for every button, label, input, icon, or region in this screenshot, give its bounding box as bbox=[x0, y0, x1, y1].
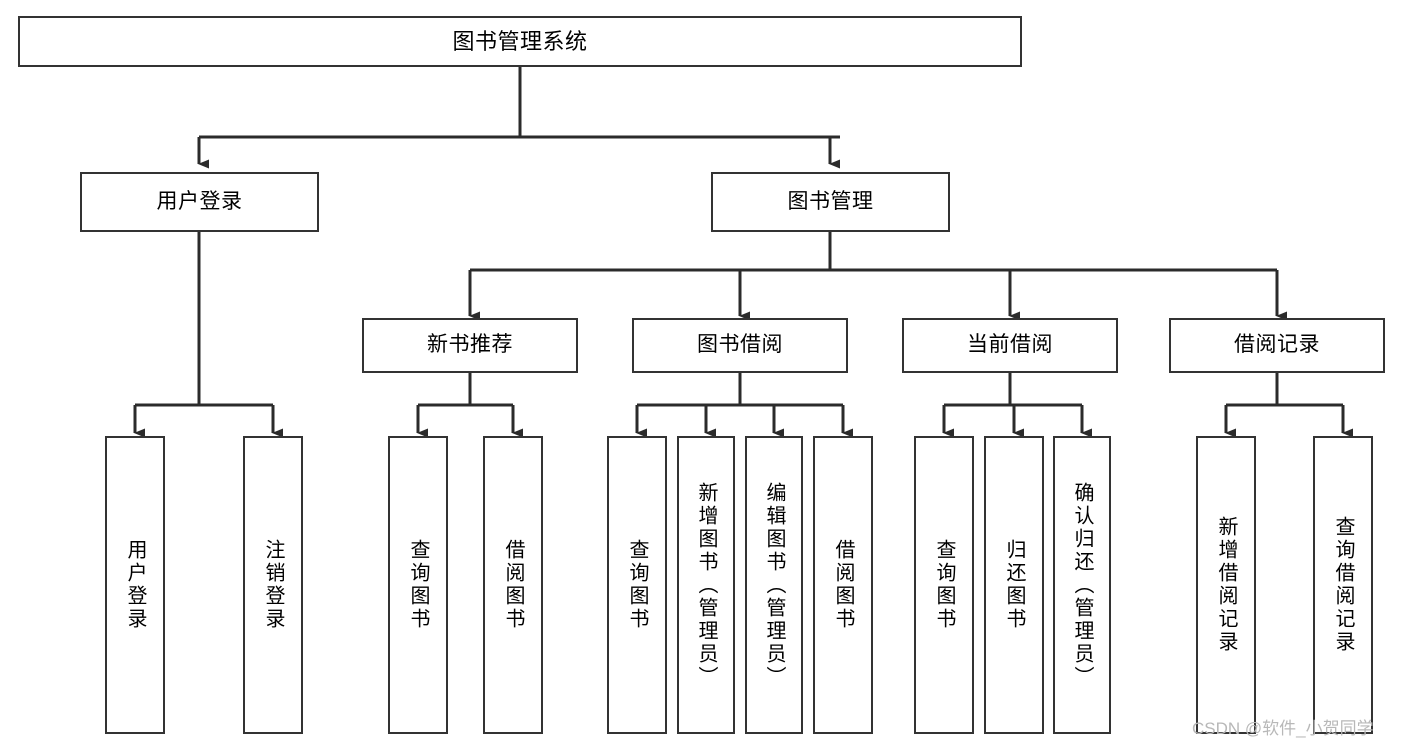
leaf-user-login-logout[interactable]: 注销登录 bbox=[243, 436, 303, 734]
leaf-user-login-login[interactable]: 用户登录 bbox=[105, 436, 165, 734]
node-new-book-recommend[interactable]: 新书推荐 bbox=[362, 318, 578, 373]
node-label: 归还图书 bbox=[1003, 539, 1025, 631]
node-label: 图书管理 bbox=[787, 189, 874, 213]
node-label: 查询图书 bbox=[407, 539, 429, 631]
node-root-book-management-system[interactable]: 图书管理系统 bbox=[18, 16, 1022, 67]
node-label: 查询借阅记录 bbox=[1332, 516, 1354, 654]
leaf-book-borrow-borrow-books[interactable]: 借阅图书 bbox=[813, 436, 873, 734]
csdn-watermark: CSDN @软件_小贺同学 bbox=[1192, 719, 1374, 738]
node-label: 确认归还（管理员） bbox=[1071, 481, 1093, 689]
node-current-borrow[interactable]: 当前借阅 bbox=[902, 318, 1118, 373]
leaf-current-borrow-query-books[interactable]: 查询图书 bbox=[914, 436, 974, 734]
node-user-login[interactable]: 用户登录 bbox=[80, 172, 319, 232]
node-book-borrow[interactable]: 图书借阅 bbox=[632, 318, 848, 373]
node-label: 编辑图书（管理员） bbox=[763, 481, 785, 689]
node-borrow-records[interactable]: 借阅记录 bbox=[1169, 318, 1385, 373]
node-label: 用户登录 bbox=[124, 539, 146, 631]
node-label: 借阅图书 bbox=[832, 539, 854, 631]
leaf-new-book-borrow-books[interactable]: 借阅图书 bbox=[483, 436, 543, 734]
node-label: 注销登录 bbox=[262, 539, 284, 631]
leaf-current-borrow-return-books[interactable]: 归还图书 bbox=[984, 436, 1044, 734]
node-book-management[interactable]: 图书管理 bbox=[711, 172, 950, 232]
node-label: 新增图书（管理员） bbox=[695, 481, 717, 689]
node-label: 新书推荐 bbox=[427, 333, 513, 357]
leaf-new-book-query-books[interactable]: 查询图书 bbox=[388, 436, 448, 734]
node-label: 新增借阅记录 bbox=[1215, 516, 1237, 654]
leaf-borrow-records-query-record[interactable]: 查询借阅记录 bbox=[1313, 436, 1373, 734]
node-label: 借阅图书 bbox=[502, 539, 524, 631]
leaf-book-borrow-edit-book-admin[interactable]: 编辑图书（管理员） bbox=[745, 436, 803, 734]
node-label: 用户登录 bbox=[156, 189, 243, 213]
node-label: 图书借阅 bbox=[697, 333, 783, 357]
leaf-current-borrow-confirm-return-admin[interactable]: 确认归还（管理员） bbox=[1053, 436, 1111, 734]
node-label: 图书管理系统 bbox=[452, 28, 588, 54]
leaf-book-borrow-query-books[interactable]: 查询图书 bbox=[607, 436, 667, 734]
leaf-book-borrow-add-book-admin[interactable]: 新增图书（管理员） bbox=[677, 436, 735, 734]
node-label: 当前借阅 bbox=[967, 333, 1053, 357]
node-label: 查询图书 bbox=[933, 539, 955, 631]
node-label: 查询图书 bbox=[626, 539, 648, 631]
leaf-borrow-records-add-record[interactable]: 新增借阅记录 bbox=[1196, 436, 1256, 734]
node-label: 借阅记录 bbox=[1234, 333, 1320, 357]
